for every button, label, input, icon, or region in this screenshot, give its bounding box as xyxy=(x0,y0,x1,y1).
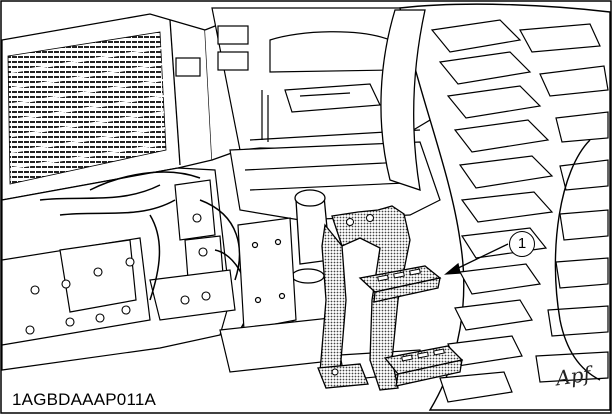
step-bolts xyxy=(331,214,374,376)
grille-slot-lines xyxy=(11,47,166,169)
fender xyxy=(380,9,426,191)
engine-block xyxy=(1,167,236,371)
artist-signature: Apf xyxy=(554,361,593,391)
bolts xyxy=(25,213,266,335)
wheel-rim xyxy=(554,139,601,381)
figure-caption: 1AGBDAAAP011A xyxy=(12,390,157,409)
bracket-plate xyxy=(237,217,297,331)
callout-leader xyxy=(444,243,509,275)
tire-tread xyxy=(430,19,609,403)
callout-number-1: 1 xyxy=(509,231,535,257)
cab-area xyxy=(175,7,431,151)
step-assembly xyxy=(317,205,464,391)
step-tread-slots xyxy=(377,268,445,362)
